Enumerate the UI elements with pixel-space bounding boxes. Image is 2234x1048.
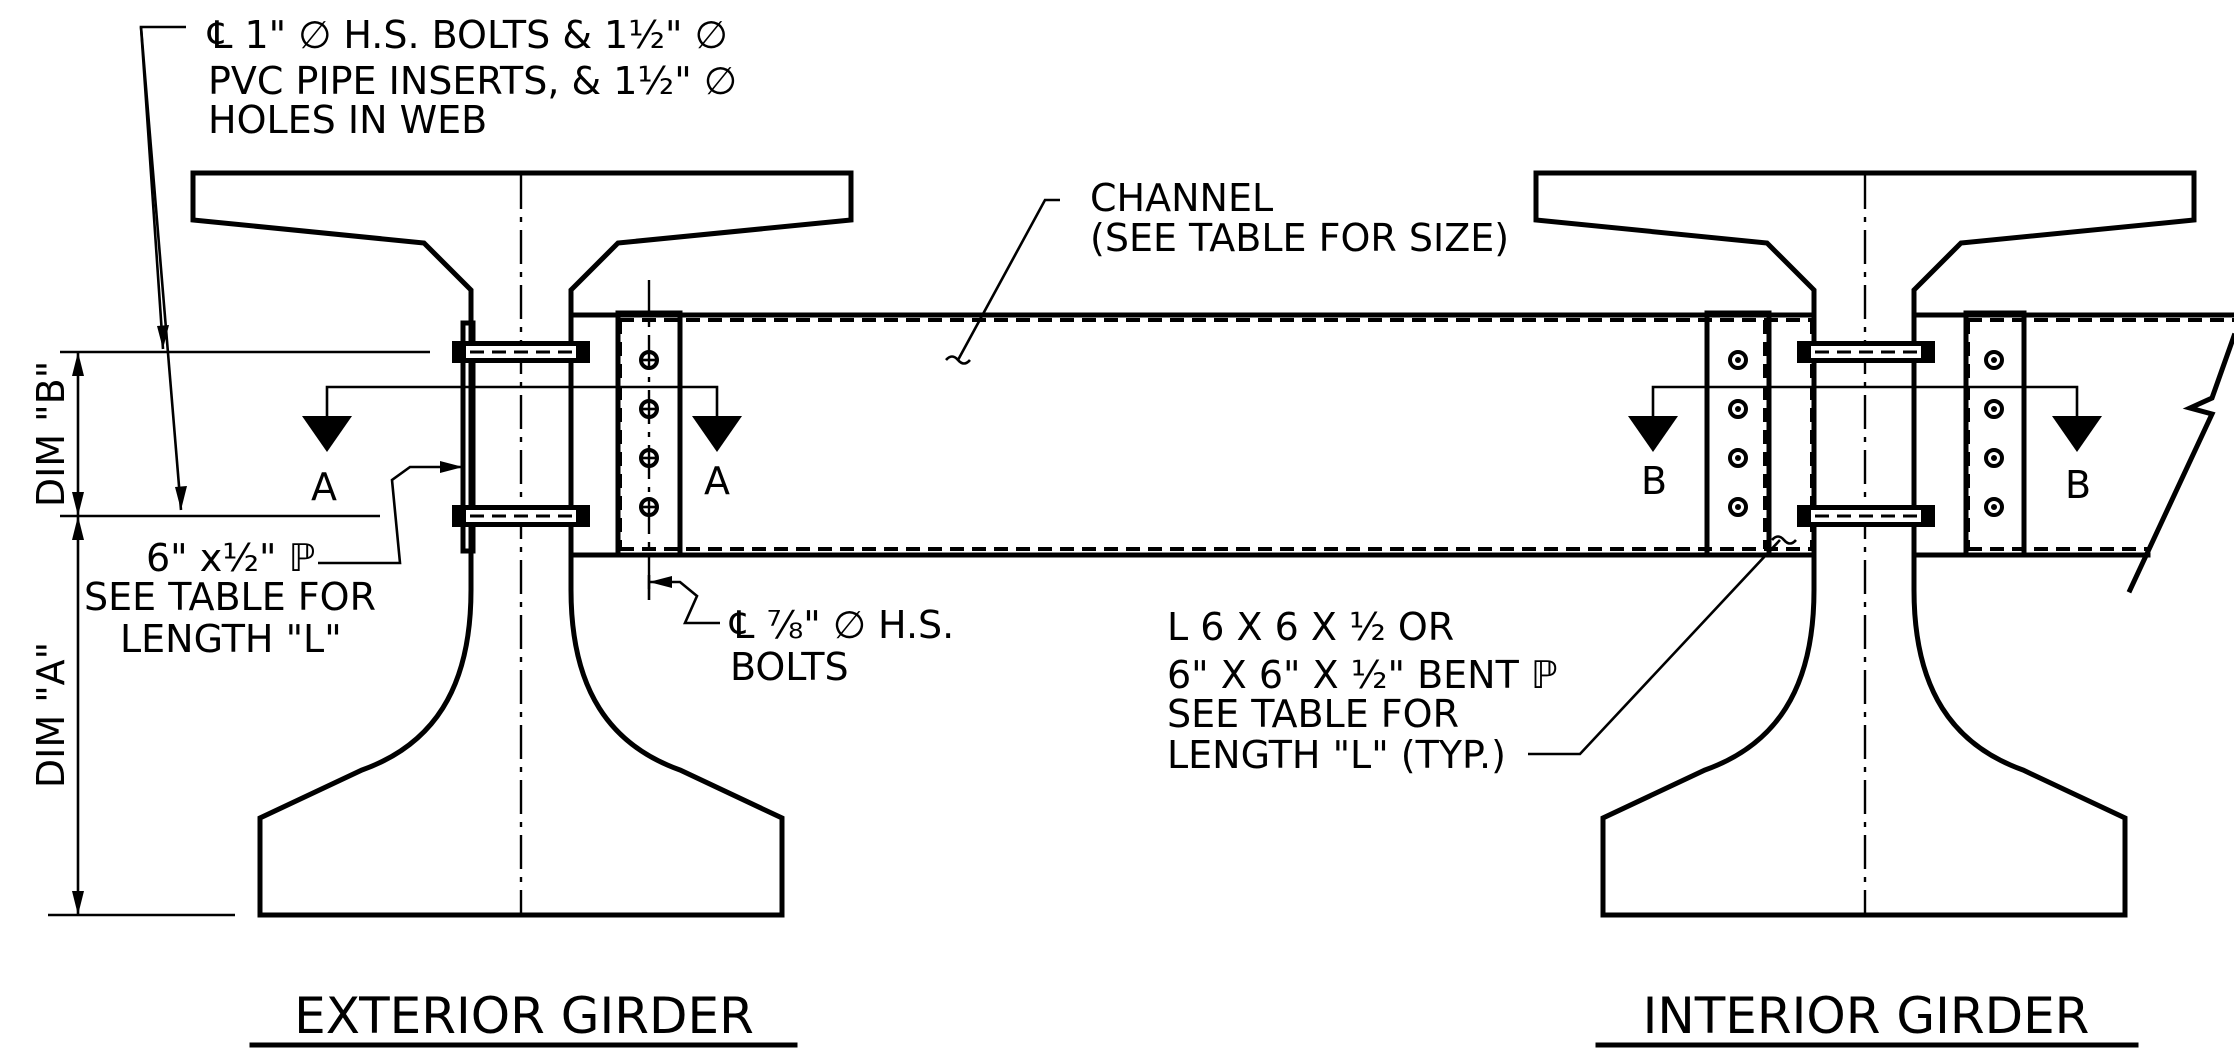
note-channel-line1: CHANNEL	[1090, 176, 1273, 220]
small-bolts	[639, 350, 2004, 517]
note-angle-line4: LENGTH "L" (TYP.)	[1167, 733, 1506, 777]
channel-diaphragm	[568, 312, 2234, 558]
note-plate-line1: 6" x½" ℙ	[146, 536, 315, 580]
interior-girder-outline	[1533, 170, 2197, 918]
note-bolts-line1: ℄ 1" ∅ H.S. BOLTS & 1½" ∅	[207, 13, 728, 57]
bolt-lower-exterior	[452, 505, 590, 527]
break-line	[2126, 332, 2234, 594]
note-angle-line2: 6" X 6" X ½" BENT ℙ	[1167, 653, 1558, 697]
title-interior-girder: INTERIOR GIRDER	[1643, 987, 2090, 1045]
dimension-lines	[48, 350, 430, 917]
title-exterior-girder: EXTERIOR GIRDER	[294, 987, 754, 1045]
dim-b-label: DIM "B"	[29, 361, 73, 507]
exterior-girder	[190, 170, 854, 918]
section-label-a-right: A	[704, 459, 730, 503]
section-cut-b	[1628, 385, 2102, 452]
bolt-upper-interior	[1797, 341, 1935, 363]
section-label-b-right: B	[2065, 463, 2091, 507]
note-bolts-line3: HOLES IN WEB	[208, 98, 487, 142]
web-plate	[460, 320, 476, 554]
bolt-lower-interior	[1797, 505, 1935, 527]
connection-angles	[615, 310, 2027, 558]
hs-bolts-through-web	[452, 341, 1935, 527]
note-small-bolts-line2: BOLTS	[730, 645, 849, 689]
note-angle-line3: SEE TABLE FOR	[1167, 692, 1459, 736]
exterior-girder-outline	[190, 170, 854, 918]
dim-a-label: DIM "A"	[29, 642, 73, 788]
interior-girder	[1533, 170, 2197, 918]
note-angle-line1: L 6 X 6 X ½ OR	[1167, 605, 1454, 649]
note-plate-line3: LENGTH "L"	[120, 617, 342, 661]
section-label-a-left: A	[311, 465, 337, 509]
note-bolts-line2: PVC PIPE INSERTS, & 1½" ∅	[208, 59, 737, 103]
note-plate-line2: SEE TABLE FOR	[84, 575, 376, 619]
section-cut-a	[302, 385, 742, 452]
section-label-b-left: B	[1641, 459, 1667, 503]
leader-lines	[139, 25, 1797, 756]
note-channel-line2: (SEE TABLE FOR SIZE)	[1090, 216, 1509, 260]
note-small-bolts-line1: ℄ ⅞" ∅ H.S.	[729, 603, 954, 647]
text-labels: ℄ 1" ∅ H.S. BOLTS & 1½" ∅ PVC PIPE INSER…	[29, 13, 2091, 1045]
bolt-upper-exterior	[452, 341, 590, 363]
